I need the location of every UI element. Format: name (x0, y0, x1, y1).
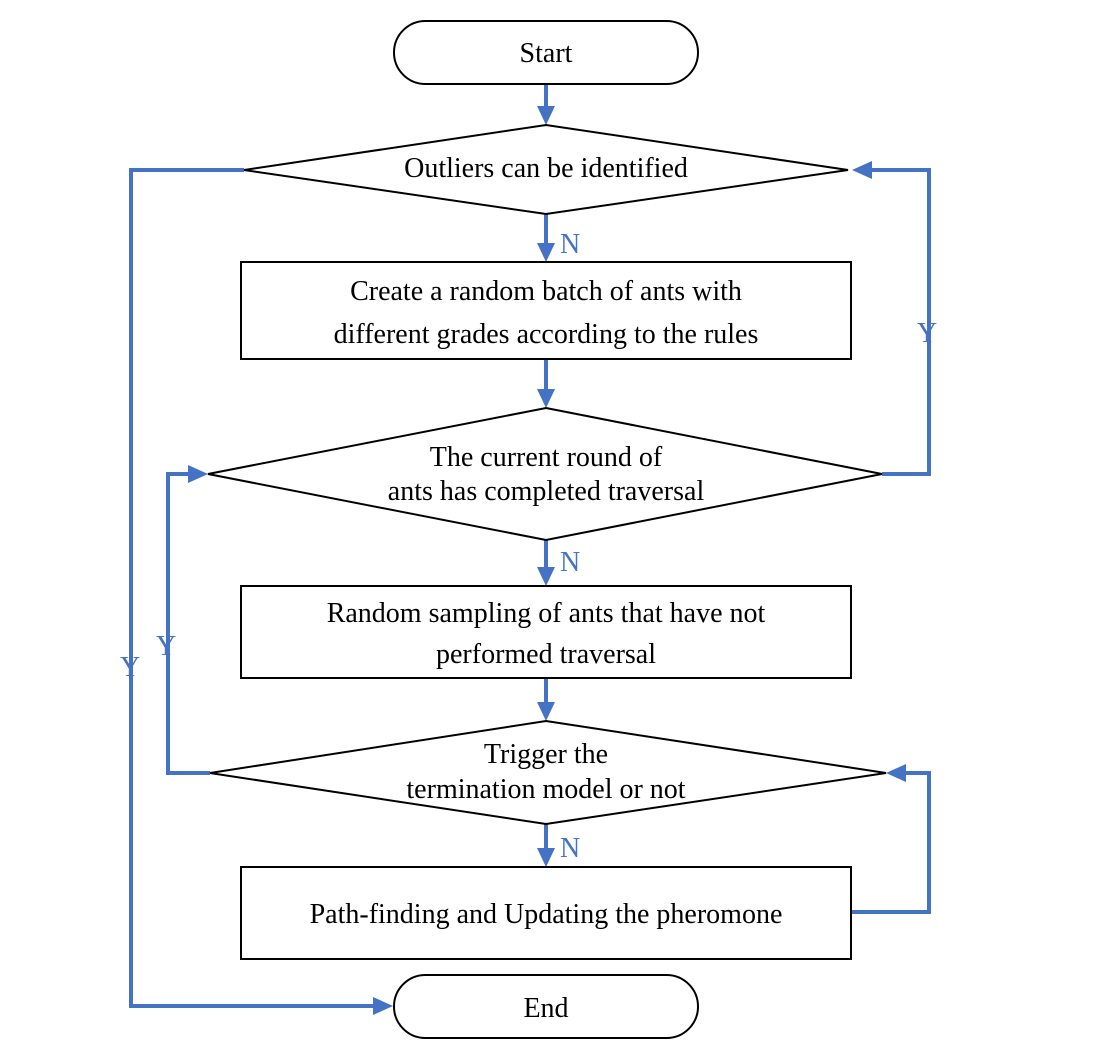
traversal-decision-label-line2: ants has completed traversal (388, 476, 705, 507)
outliers-decision-diamond (243, 123, 849, 216)
connector-termination-yes-loop (166, 472, 210, 775)
connector-pathfinding-loop (851, 771, 931, 914)
arrowhead-termination-yes-loop (188, 465, 208, 483)
create-ants-label-line2: different grades according to the rules (334, 319, 759, 350)
connector-traversal-yes-loop (870, 168, 931, 476)
termination-decision-label-line1: Trigger the (484, 739, 608, 770)
arrowhead-termination-to-pathfinding (537, 848, 555, 867)
traversal-decision-diamond (207, 406, 883, 542)
arrowhead-outliers-yes-to-end (373, 997, 393, 1015)
path-finding-label: Path-finding and Updating the pheromone (310, 899, 783, 930)
random-sampling-label-line1: Random sampling of ants that have not (327, 598, 766, 629)
arrowhead-outliers-to-create (537, 243, 555, 262)
random-sampling-label-line2: performed traversal (436, 639, 656, 670)
end-label: End (523, 993, 568, 1024)
edge-label-outliers-no: N (560, 229, 580, 260)
arrowhead-traversal-to-sampling (537, 567, 555, 586)
random-sampling-process (240, 585, 852, 679)
path-finding-process (240, 866, 852, 960)
end-terminator (393, 974, 699, 1039)
create-ants-process (240, 261, 852, 360)
arrowhead-sampling-to-termination (537, 702, 555, 721)
edge-label-termination-no: N (560, 833, 580, 864)
edge-label-outliers-yes: Y (120, 652, 140, 683)
arrowhead-create-to-traversal (537, 389, 555, 408)
connector-outliers-yes-to-end (129, 168, 375, 1008)
start-label: Start (520, 38, 573, 69)
termination-decision-label-line2: termination model or not (406, 774, 685, 805)
outliers-decision-label: Outliers can be identified (404, 153, 688, 184)
create-ants-label-line1: Create a random batch of ants with (350, 276, 742, 307)
traversal-decision-label-line1: The current round of (430, 442, 663, 473)
start-terminator (393, 20, 699, 85)
arrowhead-start-to-outliers (537, 106, 555, 125)
arrowhead-pathfinding-loop (886, 764, 906, 782)
edge-label-termination-yes: Y (156, 631, 176, 662)
edge-label-traversal-yes: Y (917, 318, 937, 349)
arrowhead-traversal-yes-loop (852, 161, 872, 179)
termination-decision-diamond (209, 719, 887, 826)
edge-label-traversal-no: N (560, 547, 580, 578)
